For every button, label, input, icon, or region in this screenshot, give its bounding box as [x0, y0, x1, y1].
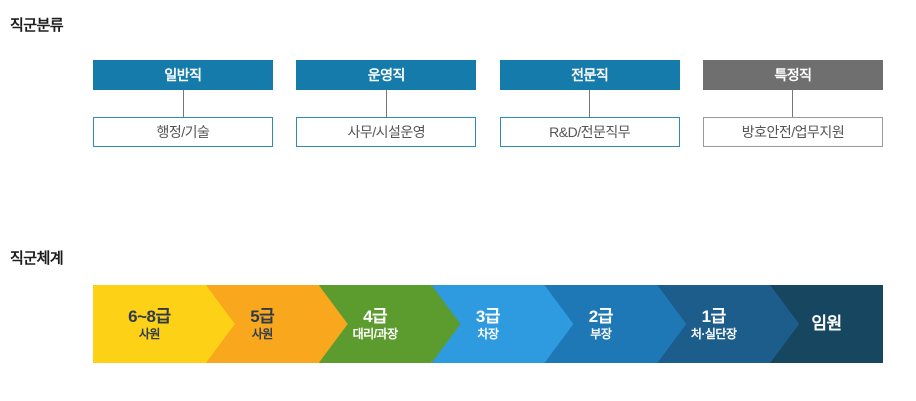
- grade-name: 임원: [811, 314, 842, 334]
- connector-line: [385, 90, 387, 117]
- grade-position-title: 사원: [138, 327, 160, 342]
- grade-position-title: 대리/과장: [352, 327, 398, 342]
- grade-position-title: 부장: [590, 327, 612, 342]
- connector-line: [792, 90, 794, 117]
- grade-chevron-label: 임원: [770, 285, 883, 363]
- grade-name: 4급: [363, 306, 388, 326]
- grade-name: 5급: [250, 306, 275, 326]
- category-header: 운영직: [296, 60, 477, 90]
- classification-column: 전문직 R&D/전문직무: [499, 60, 680, 147]
- grade-name: 2급: [588, 306, 613, 326]
- grade-position-title: 사원: [251, 327, 273, 342]
- category-header: 특정직: [702, 60, 883, 90]
- grade-position-title: 처·실단장: [690, 327, 737, 342]
- grade-position-title: 차장: [477, 327, 499, 342]
- category-detail-box: 사무/시설운영: [296, 117, 477, 147]
- category-detail-box: 행정/기술: [93, 117, 273, 147]
- category-detail-box: R&D/전문직무: [499, 117, 680, 147]
- classification-section-title: 직군분류: [10, 17, 64, 34]
- category-header: 일반직: [93, 60, 273, 90]
- grade-name: 1급: [701, 306, 726, 326]
- connector-line: [589, 90, 591, 117]
- category-detail-box: 방호안전/업무지원: [702, 117, 883, 147]
- connector-line: [182, 90, 184, 117]
- grade-name: 3급: [475, 306, 501, 326]
- grade-name: 6~8급: [128, 306, 171, 326]
- hierarchy-section-title: 직군체계: [10, 250, 64, 267]
- category-header: 전문직: [499, 60, 680, 90]
